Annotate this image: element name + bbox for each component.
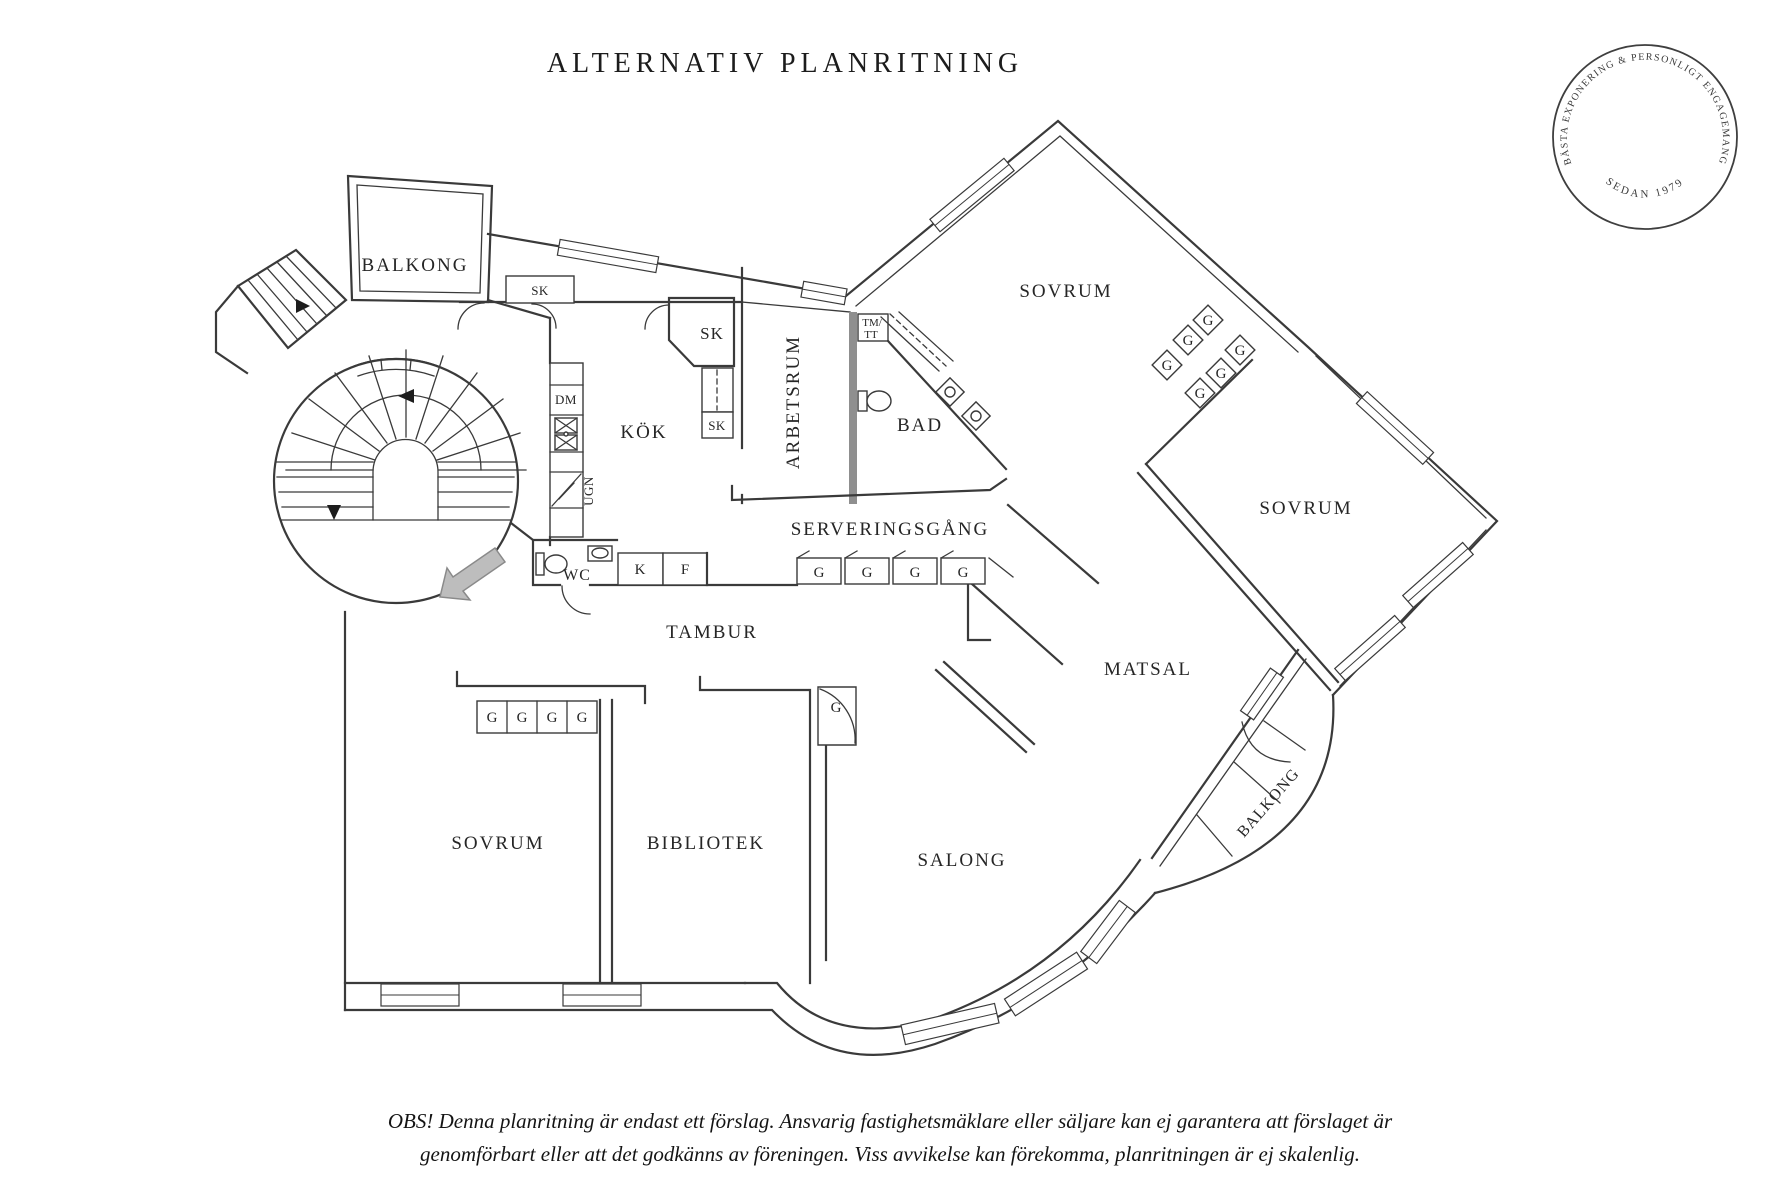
- toilet-icon: [535, 552, 545, 576]
- washbasin-icon: [934, 376, 966, 408]
- label-tm-washer: TM/: [862, 317, 883, 329]
- wc-fixtures: [535, 545, 613, 576]
- label-ugn-oven: UGN: [581, 476, 596, 506]
- room-label-kok: KÖK: [620, 422, 667, 443]
- room-label-matsal: MATSAL: [1104, 659, 1192, 680]
- stair-direction-left-arrow-icon: [398, 389, 414, 403]
- room-label-tambur: TAMBUR: [666, 622, 758, 643]
- stair-direction-down-arrow-icon: [327, 505, 341, 520]
- stamp-arc-text: BÄSTA EXPONERING & PERSONLIGT ENGAGEMANG: [1559, 52, 1731, 167]
- label-g-wardrobe: G: [862, 565, 873, 581]
- label-g-wardrobe: G: [1183, 333, 1194, 349]
- spiral-staircase: [275, 349, 527, 521]
- room-label-sovrum-top-right: SOVRUM: [1019, 281, 1112, 302]
- label-k-fridge: K: [635, 562, 646, 578]
- bathroom-fixtures: [857, 376, 992, 432]
- label-g-wardrobe: G: [814, 565, 825, 581]
- label-g-wardrobe: G: [547, 710, 558, 726]
- windows: [353, 157, 1475, 1046]
- label-dm-dishwasher: DM: [555, 392, 577, 407]
- toilet-icon: [857, 390, 868, 412]
- entrance-arrow-icon: [439, 546, 507, 601]
- label-g-wardrobe: G: [487, 710, 498, 726]
- stair-direction-right-arrow-icon: [296, 299, 310, 313]
- faucet-icon: [563, 431, 569, 437]
- label-g-wardrobe: G: [1162, 358, 1173, 374]
- page-title: ALTERNATIV PLANRITNING: [547, 48, 1023, 79]
- room-label-bad: BAD: [897, 415, 943, 436]
- stamp-bottom-text: SEDAN 1979: [1603, 175, 1686, 200]
- label-sk-closet: SK: [700, 324, 724, 343]
- disclaimer-line-2: genomförbart eller att det godkänns av f…: [420, 1142, 1360, 1166]
- room-label-sovrum-right: SOVRUM: [1259, 498, 1352, 519]
- label-g-wardrobe: G: [958, 565, 969, 581]
- wardrobe-diamonds: [1151, 304, 1256, 409]
- label-g-wardrobe: G: [517, 710, 528, 726]
- interior-walls: [455, 266, 1340, 985]
- kitchen-counter: [549, 362, 584, 538]
- disclaimer-line-1: OBS! Denna planritning är endast ett för…: [388, 1109, 1393, 1133]
- washbasin-icon: [960, 400, 992, 432]
- label-g-wardrobe: G: [577, 710, 588, 726]
- fixture-labels: SK SK SK DM UGN TM/ TT K F G G G G G G G…: [487, 283, 1246, 726]
- label-g-wardrobe: G: [1216, 366, 1227, 382]
- disclaimer: OBS! Denna planritning är endast ett för…: [388, 1109, 1393, 1166]
- wardrobe-library: [817, 686, 857, 746]
- outer-walls: [214, 119, 1499, 1056]
- room-label-serveringsgang: SERVERINGSGÅNG: [791, 519, 990, 540]
- label-g-wardrobe: G: [1203, 313, 1214, 329]
- wardrobe-row-bedroom: [476, 700, 598, 734]
- straight-staircase: [247, 255, 337, 341]
- label-tt-dryer: TT: [864, 329, 878, 341]
- room-label-sovrum-bottom-left: SOVRUM: [451, 833, 544, 854]
- wardrobe-row-serveringsgang: [796, 550, 1014, 585]
- label-g-wardrobe: G: [1235, 343, 1246, 359]
- room-label-balkong-bottom: BALKONG: [1234, 765, 1303, 840]
- room-label-balkong-top: BALKONG: [362, 255, 469, 276]
- label-g-wardrobe: G: [910, 565, 921, 581]
- room-label-bibliotek: BIBLIOTEK: [647, 833, 765, 854]
- label-g-wardrobe: G: [1195, 386, 1206, 402]
- room-label-arbetsrum: ARBETSRUM: [783, 335, 804, 469]
- room-label-salong: SALONG: [917, 850, 1006, 871]
- label-sk-lower: SK: [708, 418, 726, 433]
- room-label-wc: WC: [563, 567, 591, 584]
- oven-icon: [551, 473, 582, 507]
- label-g-wardrobe: G: [831, 700, 842, 716]
- label-f-freezer: F: [681, 562, 689, 578]
- agency-stamp: BÄSTA EXPONERING & PERSONLIGT ENGAGEMANG…: [1552, 44, 1738, 230]
- label-sk-nook: SK: [531, 283, 549, 298]
